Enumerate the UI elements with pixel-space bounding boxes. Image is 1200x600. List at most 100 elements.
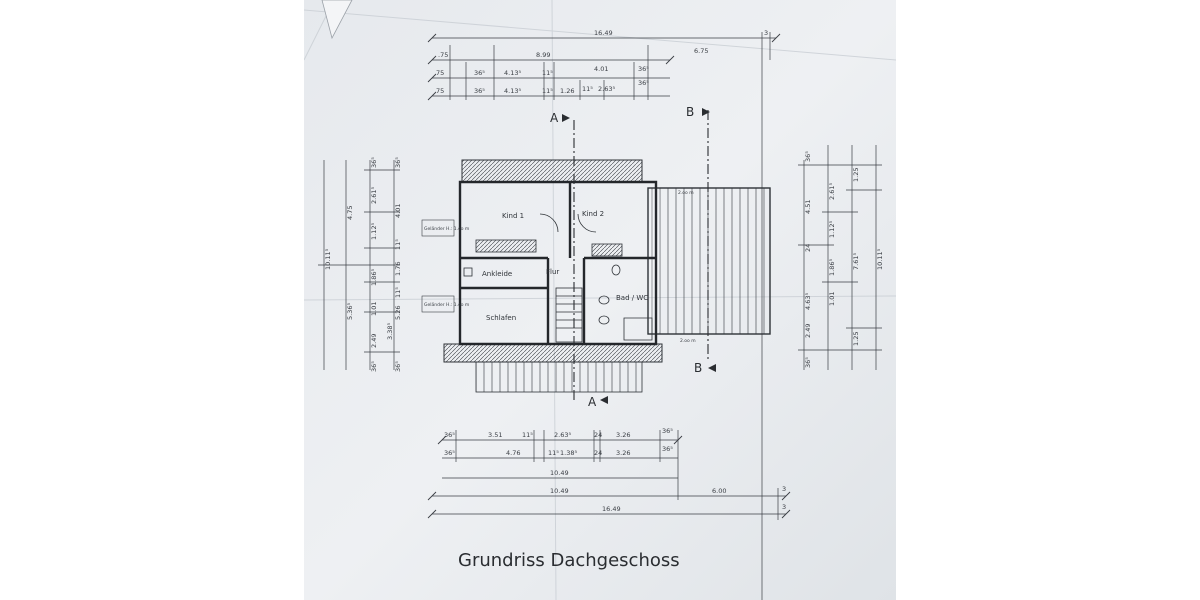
svg-text:2.61⁵: 2.61⁵ (370, 187, 378, 204)
svg-text:36⁵: 36⁵ (638, 65, 649, 73)
svg-text:36⁵: 36⁵ (804, 357, 812, 368)
svg-text:4.51: 4.51 (804, 200, 812, 214)
room-label: Bad / WC (616, 294, 648, 302)
svg-text:1.38⁵: 1.38⁵ (560, 449, 577, 457)
room-label: Ankleide (482, 270, 512, 278)
svg-text:5.26: 5.26 (394, 306, 402, 320)
svg-text:75: 75 (436, 87, 444, 95)
svg-text:2.63⁵: 2.63⁵ (598, 85, 615, 93)
section-arrows (562, 108, 716, 404)
svg-text:4.01: 4.01 (594, 65, 608, 73)
floor-plan-drawing: A B A B Kind 1 Kind 2 Ankleide Flur Schl… (304, 0, 896, 600)
svg-text:2.49: 2.49 (804, 324, 812, 338)
paper-background (304, 0, 896, 600)
svg-text:16.49: 16.49 (594, 29, 613, 37)
svg-text:2.49: 2.49 (370, 334, 378, 348)
svg-text:36⁵: 36⁵ (394, 157, 402, 168)
svg-text:1.86⁵: 1.86⁵ (370, 269, 378, 286)
svg-text:3: 3 (782, 485, 786, 493)
svg-text:1.12⁵: 1.12⁵ (828, 221, 836, 238)
svg-text:4.01: 4.01 (394, 204, 402, 218)
svg-text:3.51: 3.51 (488, 431, 502, 439)
svg-text:1.26: 1.26 (560, 87, 574, 95)
dimension-ticks (427, 33, 791, 519)
floor-plan-sheet: A B A B Kind 1 Kind 2 Ankleide Flur Schl… (304, 0, 896, 600)
svg-text:24: 24 (804, 244, 812, 252)
svg-text:4.13⁵: 4.13⁵ (504, 87, 521, 95)
svg-text:1.25: 1.25 (852, 168, 860, 182)
railing-note: Geländer H.: 1.oo m (421, 295, 469, 313)
svg-text:10.49: 10.49 (550, 487, 569, 495)
svg-text:75: 75 (436, 69, 444, 77)
drawing-title: Grundriss Dachgeschoss (458, 550, 680, 571)
svg-text:10.11⁵: 10.11⁵ (324, 248, 332, 270)
bottom-dimensions: 36⁵ 3.51 11⁵ 2.63⁵ 24 3.26 36⁵ 36⁵ 4.76 … (444, 427, 786, 513)
svg-text:11⁵: 11⁵ (582, 85, 593, 93)
svg-text:16.49: 16.49 (602, 505, 621, 513)
svg-text:1.12⁵: 1.12⁵ (370, 223, 378, 240)
svg-text:24: 24 (594, 431, 602, 439)
svg-text:10.11⁵: 10.11⁵ (876, 248, 884, 270)
roof-terrace (647, 187, 771, 335)
svg-text:3: 3 (782, 503, 786, 511)
svg-text:36⁵: 36⁵ (474, 69, 485, 77)
svg-text:24: 24 (594, 449, 602, 457)
room-label: Schlafen (486, 314, 516, 322)
svg-text:11⁵: 11⁵ (542, 87, 553, 95)
svg-text:11⁵: 11⁵ (394, 239, 402, 250)
top-dimensions: 16.49 3 .75 8.99 6.75 75 36⁵ 4.13⁵ 11⁵ 4… (436, 29, 768, 95)
svg-text:3.26: 3.26 (616, 431, 630, 439)
svg-text:6.00: 6.00 (712, 487, 726, 495)
svg-text:3.26: 3.26 (616, 449, 630, 457)
svg-text:11⁵: 11⁵ (394, 287, 402, 298)
section-a-bottom: A (588, 395, 597, 409)
svg-text:36⁵: 36⁵ (804, 151, 812, 162)
terrace-dimension: 2.oo m (680, 338, 696, 344)
svg-text:1.01: 1.01 (370, 302, 378, 316)
svg-text:1.86⁵: 1.86⁵ (828, 259, 836, 276)
svg-text:36⁵: 36⁵ (444, 449, 455, 457)
section-b-top: B (686, 105, 694, 119)
svg-text:4.13⁵: 4.13⁵ (504, 69, 521, 77)
section-b-bottom: B (694, 361, 702, 375)
svg-text:36⁵: 36⁵ (474, 87, 485, 95)
svg-text:11⁵: 11⁵ (542, 69, 553, 77)
room-label: Kind 2 (582, 210, 604, 218)
svg-text:Geländer H.: 1.oo m: Geländer H.: 1.oo m (424, 302, 469, 308)
terrace-dimension: 2.oo m (678, 190, 694, 196)
svg-text:11⁵: 11⁵ (522, 431, 533, 439)
svg-text:Geländer H.: 1.oo m: Geländer H.: 1.oo m (424, 226, 469, 232)
left-dimensions: 10.11⁵ 4.75 5.36⁵ 36⁵ 2.61⁵ 1.12⁵ 1.86⁵ … (324, 157, 402, 372)
dimension-lines (318, 32, 882, 600)
svg-text:36⁵: 36⁵ (444, 431, 455, 439)
svg-text:7.61⁵: 7.61⁵ (852, 253, 860, 270)
svg-text:36⁵: 36⁵ (370, 361, 378, 372)
svg-text:2.63⁵: 2.63⁵ (554, 431, 571, 439)
railing-note: Geländer H.: 1.oo m (421, 219, 469, 237)
svg-text:4.63⁵: 4.63⁵ (804, 293, 812, 310)
svg-text:36⁵: 36⁵ (662, 427, 673, 435)
room-label: Flur (546, 268, 559, 276)
svg-text:1.01: 1.01 (828, 292, 836, 306)
svg-text:4.75: 4.75 (346, 206, 354, 220)
svg-text:5.36⁵: 5.36⁵ (346, 303, 354, 320)
svg-text:36⁵: 36⁵ (394, 361, 402, 372)
bottom-roof-strip (443, 343, 663, 363)
svg-text:4.76: 4.76 (506, 449, 520, 457)
svg-text:6.75: 6.75 (694, 47, 708, 55)
svg-text:36⁵: 36⁵ (370, 157, 378, 168)
paper-folds (304, 0, 896, 600)
svg-text:3: 3 (764, 29, 768, 37)
interior-details (463, 213, 653, 343)
room-label: Kind 1 (502, 212, 524, 220)
svg-text:2.61⁵: 2.61⁵ (828, 183, 836, 200)
right-dimensions: 36⁵ 4.51 24 4.63⁵ 2.49 36⁵ 2.61⁵ 1.12⁵ 1… (804, 151, 884, 368)
top-roof-strip (461, 159, 643, 183)
building-walls (458, 180, 658, 346)
svg-text:36⁵: 36⁵ (662, 445, 673, 453)
svg-text:10.49: 10.49 (550, 469, 569, 477)
svg-text:3.38⁵: 3.38⁵ (386, 323, 394, 340)
svg-text:11⁵: 11⁵ (548, 449, 559, 457)
svg-text:1.76: 1.76 (394, 262, 402, 276)
paper-corner-flap (321, 0, 353, 40)
